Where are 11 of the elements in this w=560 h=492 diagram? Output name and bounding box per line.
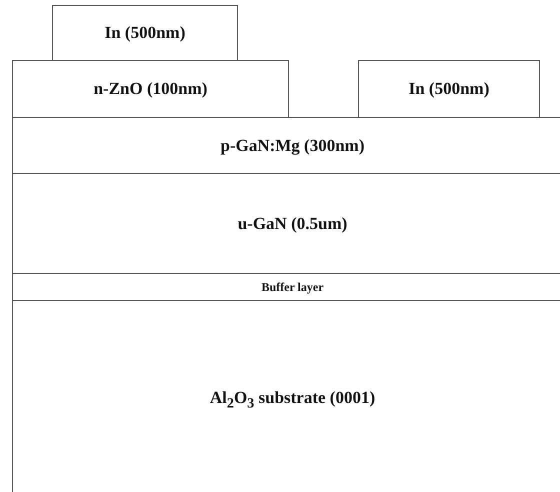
electrode-box: [358, 60, 540, 118]
layer-box: [12, 60, 289, 118]
layer-label: Al$_{2}$O$_{3}$ substrate (0001): [210, 388, 376, 413]
layer-label: p-GaN:Mg (300nm): [220, 136, 364, 156]
layer-label: u-GaN (0.5um): [238, 214, 348, 234]
layer-label: In (500nm): [104, 23, 186, 43]
layer-label: In (500nm): [408, 79, 490, 99]
layer-label: n-ZnO (100nm): [94, 79, 208, 99]
layer-label: Buffer layer: [261, 280, 324, 294]
electrode-box: [52, 5, 238, 61]
layer-box: [12, 117, 560, 174]
